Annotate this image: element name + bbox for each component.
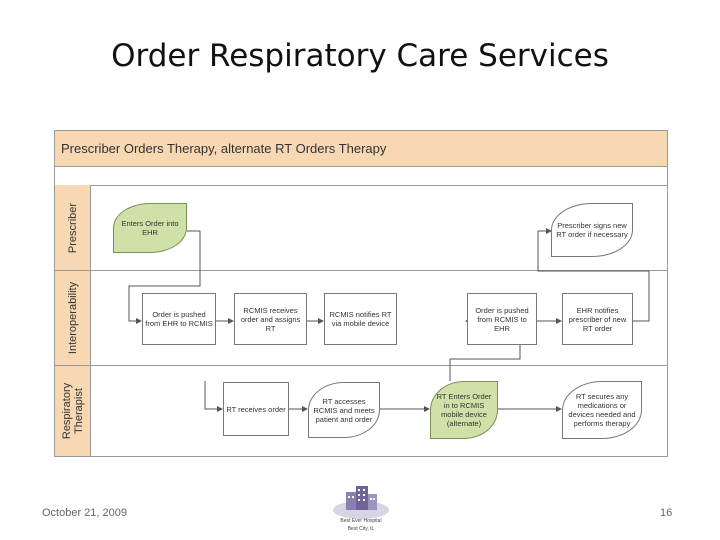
lane-interoperability: Interoperability: [55, 271, 667, 366]
slide-title: Order Respiratory Care Services: [111, 38, 609, 74]
page-number: 16: [660, 507, 673, 519]
node-rt-enters: RT Enters Order in to RCMIS mobile devic…: [430, 381, 498, 439]
node-prescriber-signs: Prescriber signs new RT order if necessa…: [551, 203, 633, 257]
lane-prescriber: Prescriber: [55, 185, 667, 271]
diagram-header: Prescriber Orders Therapy, alternate RT …: [55, 131, 667, 167]
node-pushed-rcmis-to-ehr: Order is pushed from RCMIS to EHR: [467, 293, 537, 345]
node-ehr-notifies: EHR notifies prescriber of new RT order: [562, 293, 633, 345]
footer-date: October 21, 2009: [42, 507, 128, 519]
lane-label-respiratory-therapist: Respiratory Therapist: [55, 366, 91, 456]
node-pushed-ehr-to-rcmis: Order is pushed from EHR to RCMIS: [142, 293, 216, 345]
hospital-logo-icon: [333, 486, 389, 519]
node-rcmis-notifies: RCMIS notifies RT via mobile device: [324, 293, 397, 345]
lane-label-interoperability: Interoperability: [55, 271, 91, 365]
diagram-header-text: Prescriber Orders Therapy, alternate RT …: [61, 141, 387, 156]
lane-label-prescriber: Prescriber: [55, 185, 91, 270]
logo-city: Best City, IL: [347, 526, 375, 532]
node-rcmis-receives: RCMIS receives order and assigns RT: [234, 293, 307, 345]
node-rt-receives: RT receives order: [223, 382, 289, 436]
node-enters-order: Enters Order into EHR: [113, 203, 187, 253]
lane-respiratory-therapist: Respiratory Therapist: [55, 366, 667, 456]
swimlane-diagram: Prescriber Orders Therapy, alternate RT …: [54, 130, 668, 457]
node-rt-secures: RT secures any medications or devices ne…: [562, 381, 642, 439]
node-rt-accesses: RT accesses RCMIS and meets patient and …: [308, 382, 380, 438]
logo-name: Best Ever Hospital: [340, 518, 382, 524]
header-spacer: [55, 167, 667, 186]
